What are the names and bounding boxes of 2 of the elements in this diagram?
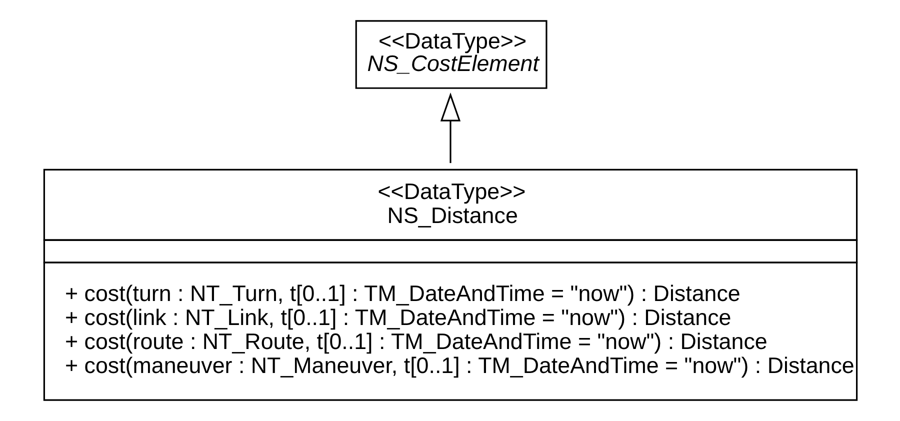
arrow bbox=[440, 92, 460, 164]
node-box: <<DataType>> NS_CostElement bbox=[354, 20, 547, 89]
